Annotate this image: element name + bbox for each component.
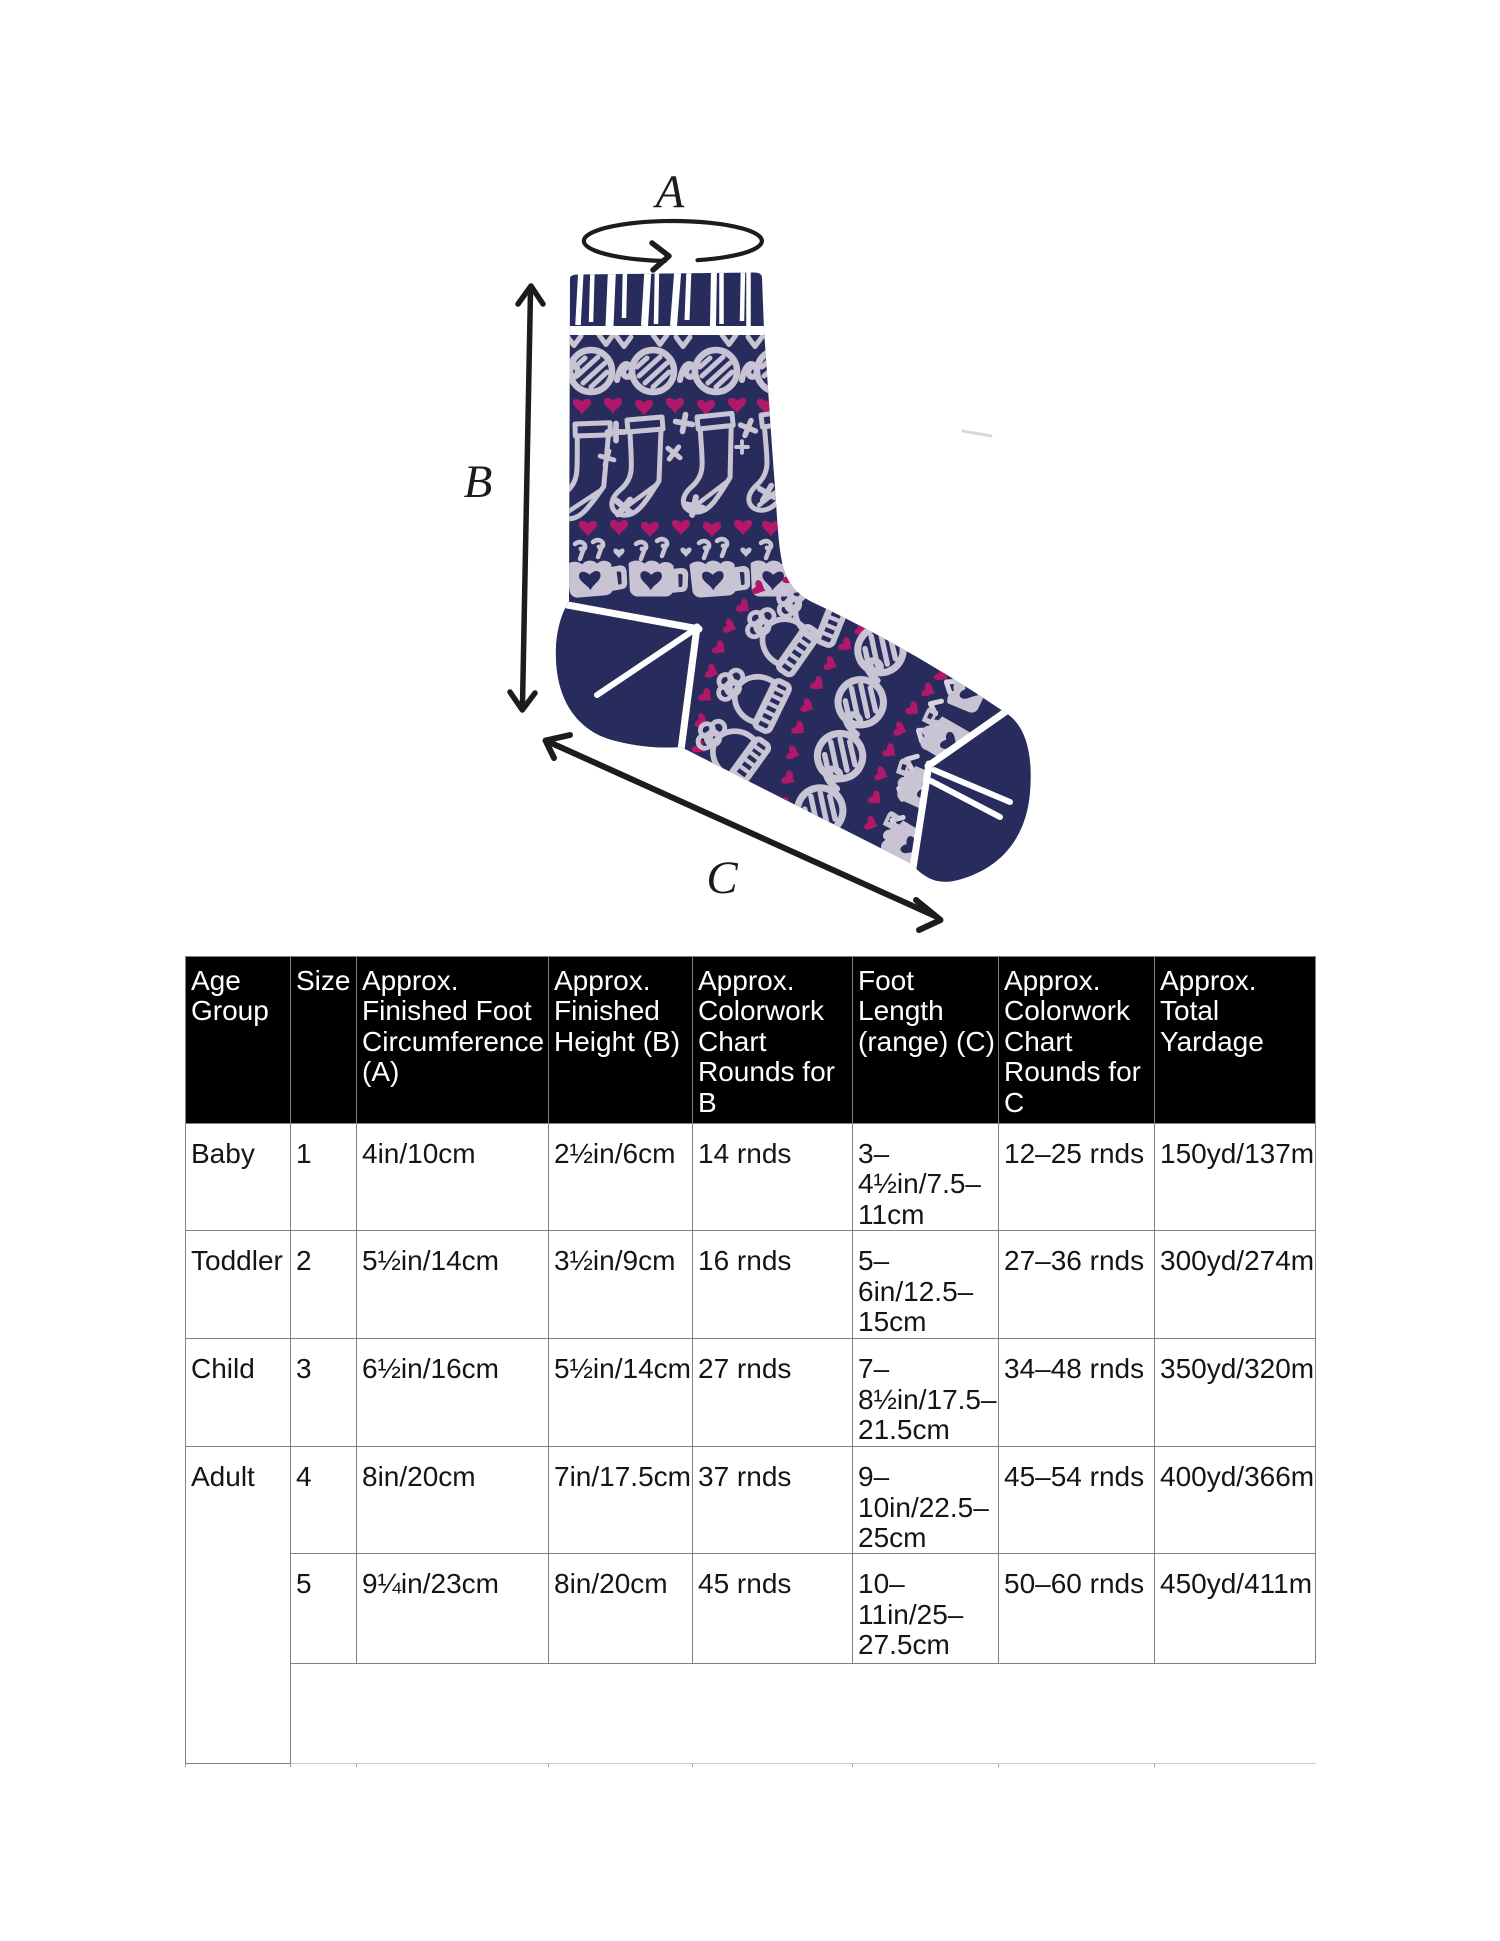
- svg-text:A: A: [653, 166, 685, 218]
- svg-text:C: C: [706, 852, 738, 904]
- svg-text:B: B: [464, 456, 493, 508]
